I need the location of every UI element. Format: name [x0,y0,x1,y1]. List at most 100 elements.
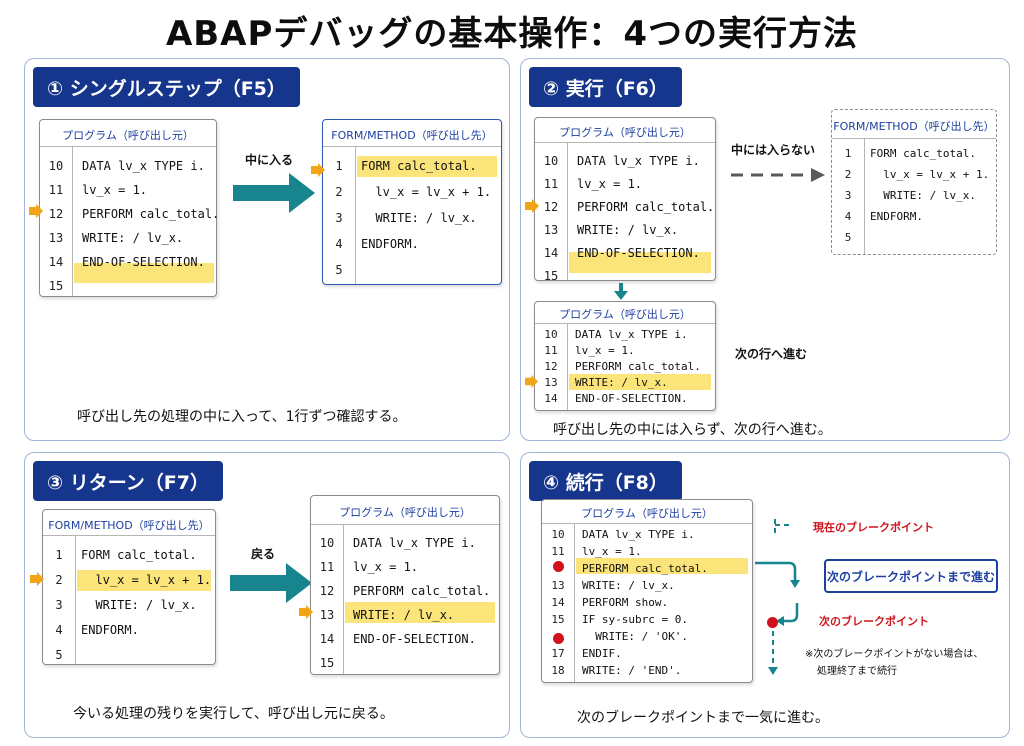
code-line: WRITE: / lv_x. [361,211,477,225]
next-breakpoint-label: 次のブレークポイント [819,615,929,628]
line-number: 11 [544,344,558,357]
current-line-arrow-icon [311,163,325,177]
line-number: 2 [55,573,63,587]
code-line: DATA lv_x TYPE i. [582,528,695,541]
panel-header: ② 実行（F6） [529,67,682,107]
current-line-highlight [77,570,211,591]
line-number: 11 [543,177,559,191]
code-line: WRITE: / lv_x. [582,579,675,592]
next-breakpoint-marker-icon [767,617,778,628]
current-line-highlight [345,602,495,623]
box-title: プログラム（呼び出し元） [581,507,713,520]
line-number: 1 [844,147,852,160]
code-line: END-OF-SELECTION. [575,392,688,405]
code-line: IF sy-subrc = 0. [582,613,688,626]
panel-step-over: ② 実行（F6） プログラム（呼び出し元） 10 DATA lv_x TYPE … [520,58,1010,441]
line-number: 15 [551,613,565,626]
continue-to-next-breakpoint-button[interactable]: 次のブレークポイントまで進む [824,559,998,593]
line-number: 13 [48,231,64,245]
line-number: 15 [319,656,335,670]
breakpoint-current-icon [553,561,564,572]
panel-caption: 今いる処理の残りを実行して、呼び出し元に戻る。 [73,706,394,722]
line-number: 17 [551,647,565,660]
code-line: PERFORM calc_total. [577,200,715,214]
current-line-highlight [569,252,711,273]
panel-header: ③ リターン（F7） [33,461,223,501]
panel-single-step: ① シングルステップ（F5） プログラム（呼び出し元） 10 DATA lv_x… [24,58,510,441]
return-label: 戻る [251,547,276,561]
box-title: プログラム（呼び出し元） [559,308,691,321]
code-line: WRITE: / lv_x. [81,598,197,612]
code-line: END-OF-SELECTION. [353,632,476,646]
line-number: 15 [48,279,64,293]
code-line: lv_x = lv_x + 1. [81,573,212,587]
code-line: lv_x = 1. [575,344,635,357]
line-number: 5 [335,263,343,277]
down-arrow-icon [614,283,628,300]
code-line: WRITE: / lv_x. [353,608,455,622]
code-line: PERFORM calc_total. [575,360,701,373]
code-line: lv_x = lv_x + 1. [361,185,492,199]
panel-caption: 呼び出し先の中には入らず、次の行へ進む。 [553,422,832,438]
box-title: プログラム（呼び出し元） [559,126,691,139]
line-number: 12 [544,360,558,373]
code-line: lv_x = 1. [82,183,148,197]
line-number: 1 [335,159,343,173]
code-line: WRITE: / lv_x. [577,223,679,237]
box-title: FORM/METHOD（呼び出し先） [48,519,210,532]
code-line: WRITE: / lv_x. [870,189,976,202]
current-line-arrow-icon [525,375,538,388]
box-title: FORM/METHOD（呼び出し先） [833,120,995,133]
line-number: 13 [544,376,558,389]
code-line: lv_x = lv_x + 1. [870,168,990,181]
code-line: DATA lv_x TYPE i. [82,159,205,173]
line-number: 2 [335,185,343,199]
program-code-box: プログラム（呼び出し元） 10 DATA lv_x TYPE i. 11 lv_… [541,499,753,683]
line-number: 10 [48,159,64,173]
caller-code-box: プログラム（呼び出し元） 10 DATA lv_x TYPE i. 11 lv_… [310,495,500,675]
code-line: FORM calc_total. [81,548,197,562]
line-number: 12 [48,207,64,221]
line-number: 3 [55,598,63,612]
callee-code-box: FORM/METHOD（呼び出し先） 1 FORM calc_total. 2 … [831,109,997,255]
step-in-arrow-icon [233,173,315,213]
current-line-arrow-icon [525,199,539,213]
panel-header: ④ 続行（F8） [529,461,682,501]
code-line: WRITE: / 'END'. [582,664,682,677]
dashed-arrow-icon [731,168,825,182]
line-number: 11 [48,183,64,197]
code-line: lv_x = 1. [353,560,419,574]
code-line: DATA lv_x TYPE i. [353,536,476,550]
code-line: ENDFORM. [361,237,419,251]
line-number: 14 [544,392,558,405]
callee-code-box: FORM/METHOD（呼び出し先） 1 FORM calc_total. 2 … [322,119,502,285]
line-number: 3 [844,189,852,202]
line-number: 3 [335,211,343,225]
callee-code-box: FORM/METHOD（呼び出し先） 1 FORM calc_total. 2 … [42,509,216,665]
code-line: lv_x = 1. [577,177,643,191]
line-number: 14 [48,255,64,269]
code-line: FORM calc_total. [361,159,477,173]
line-number: 11 [319,560,335,574]
code-line: FORM calc_total. [870,147,976,160]
line-number: 13 [551,579,565,592]
line-number: 10 [319,536,335,550]
line-number: 5 [55,648,63,662]
code-line: lv_x = 1. [582,545,642,558]
line-number: 11 [551,545,565,558]
line-number: 12 [319,584,335,598]
line-number: 10 [543,154,559,168]
current-line-highlight [576,558,748,574]
line-number: 10 [551,528,565,541]
result-code-box: プログラム（呼び出し元） 10 DATA lv_x TYPE i. 11 lv_… [534,301,716,411]
code-line: ENDFORM. [81,623,139,637]
line-number: 14 [543,246,559,260]
code-line: ENDFORM. [870,210,923,223]
code-line: WRITE: / 'OK'. [582,630,688,643]
no-step-in-label: 中には入らない [731,143,816,157]
caller-code-box: プログラム（呼び出し元） 10 DATA lv_x TYPE i. 11 lv_… [39,119,219,297]
box-title: FORM/METHOD（呼び出し先） [331,129,493,142]
current-line-highlight [569,374,711,390]
line-number: 2 [844,168,852,181]
page-title: ABAPデバッグの基本操作：4つの実行方法 [165,14,859,54]
